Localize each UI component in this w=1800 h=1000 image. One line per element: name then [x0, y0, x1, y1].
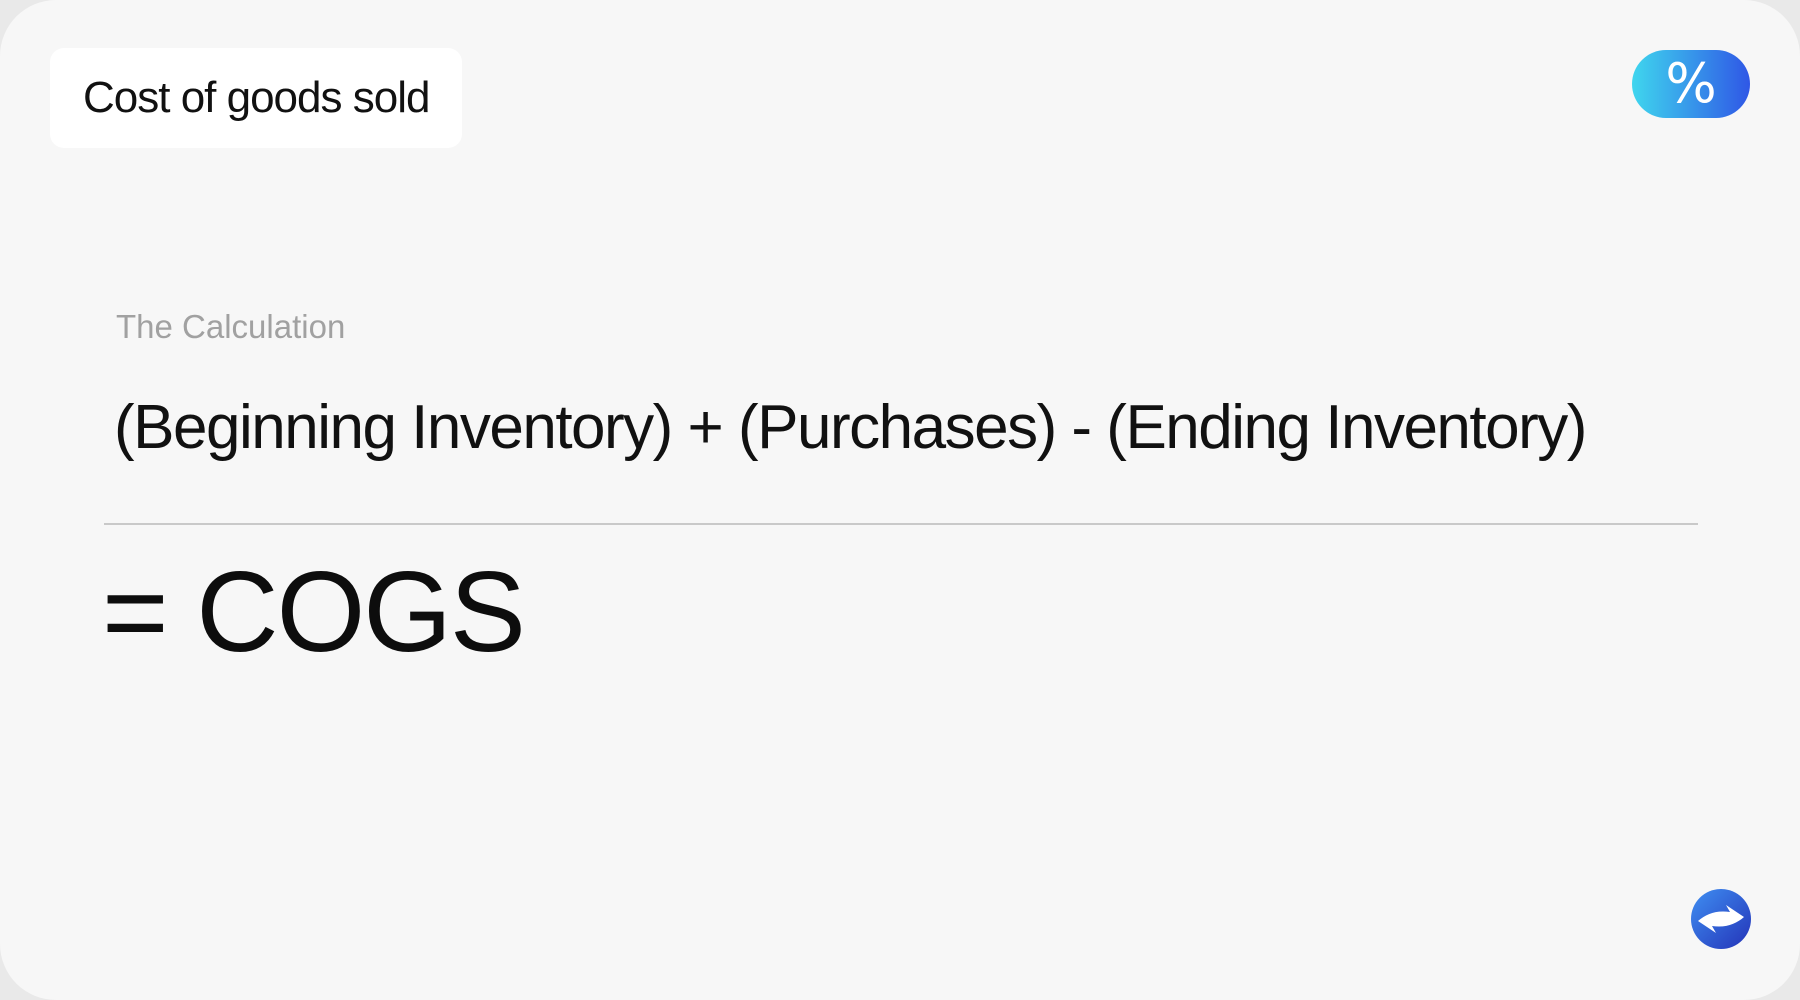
result-text: = COGS [102, 549, 526, 676]
section-label: The Calculation [116, 308, 346, 345]
title-pill: Cost of goods sold [50, 48, 463, 148]
percent-icon: % [1632, 50, 1750, 118]
formula-text: (Beginning Inventory) + (Purchases) - (E… [114, 393, 1587, 462]
brand-logo-icon [1691, 889, 1751, 949]
page-title: Cost of goods sold [83, 73, 430, 122]
percent-symbol: % [1665, 52, 1717, 115]
divider [104, 523, 1698, 525]
